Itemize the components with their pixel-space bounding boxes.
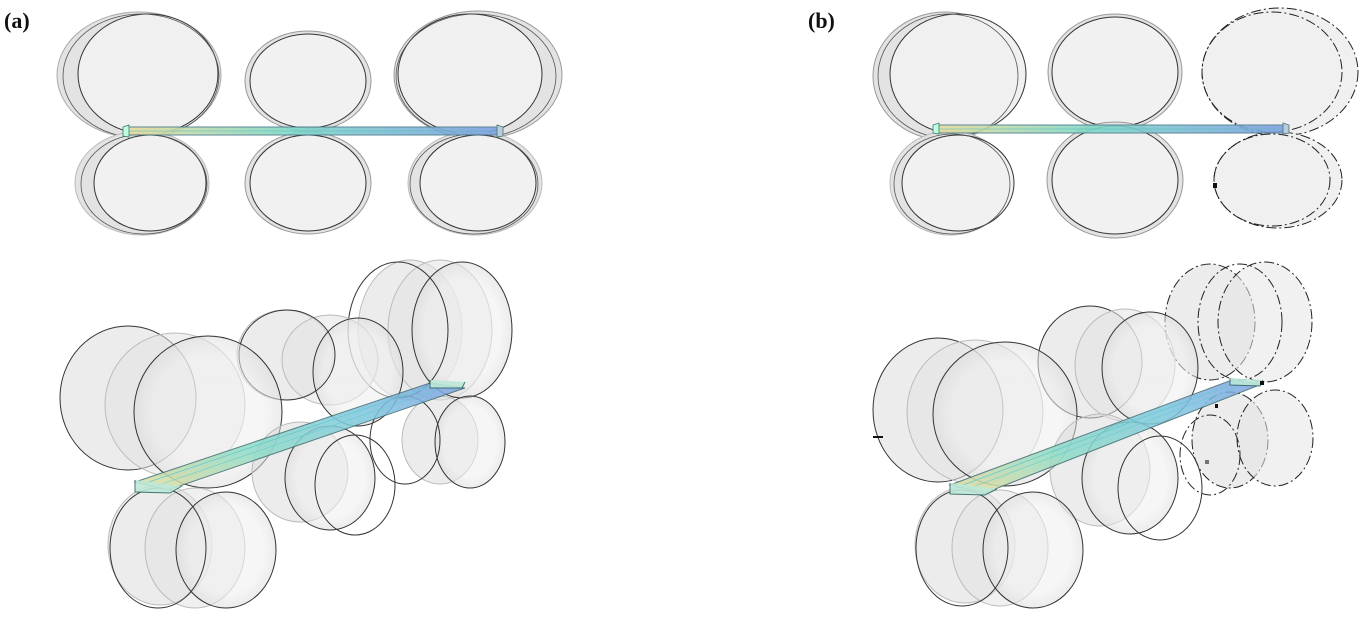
iso-roll-lower-3-b-removed xyxy=(1179,389,1314,496)
strip-iso-b xyxy=(948,378,1264,496)
top-roll-2 xyxy=(244,30,372,132)
bottom-roll-3-b-removed xyxy=(1213,131,1343,229)
bottom-roll-2-b xyxy=(1046,121,1184,239)
top-roll-1 xyxy=(56,11,222,139)
panel-a-front-view xyxy=(56,10,563,236)
iso-roll-lower-1-b xyxy=(914,486,1084,609)
iso-roll-upper-2-b xyxy=(1037,305,1199,425)
bottom-roll-2 xyxy=(244,131,372,235)
iso-roll-upper-1 xyxy=(59,325,283,489)
panel-b-iso-view xyxy=(872,261,1314,609)
panel-b-front-view xyxy=(872,7,1359,239)
strip-front-b xyxy=(932,122,1290,135)
panel-label-a: (a) xyxy=(4,8,30,33)
top-roll-3-b-removed xyxy=(1201,7,1359,137)
iso-roll-lower-1 xyxy=(107,484,277,609)
bottom-roll-1-b xyxy=(889,130,1015,236)
top-roll-3 xyxy=(393,10,563,140)
strip-iso-a xyxy=(133,380,466,494)
bottom-roll-1 xyxy=(74,130,210,236)
top-roll-1-b xyxy=(872,11,1027,141)
iso-roll-upper-1-b xyxy=(872,337,1078,487)
panel-a-iso-view xyxy=(59,259,513,609)
strip-front xyxy=(122,124,504,138)
iso-roll-upper-3-b-removed xyxy=(1164,261,1313,383)
panel-label-b: (b) xyxy=(808,8,835,33)
bottom-roll-3 xyxy=(407,130,543,236)
top-roll-2-b xyxy=(1047,13,1183,131)
